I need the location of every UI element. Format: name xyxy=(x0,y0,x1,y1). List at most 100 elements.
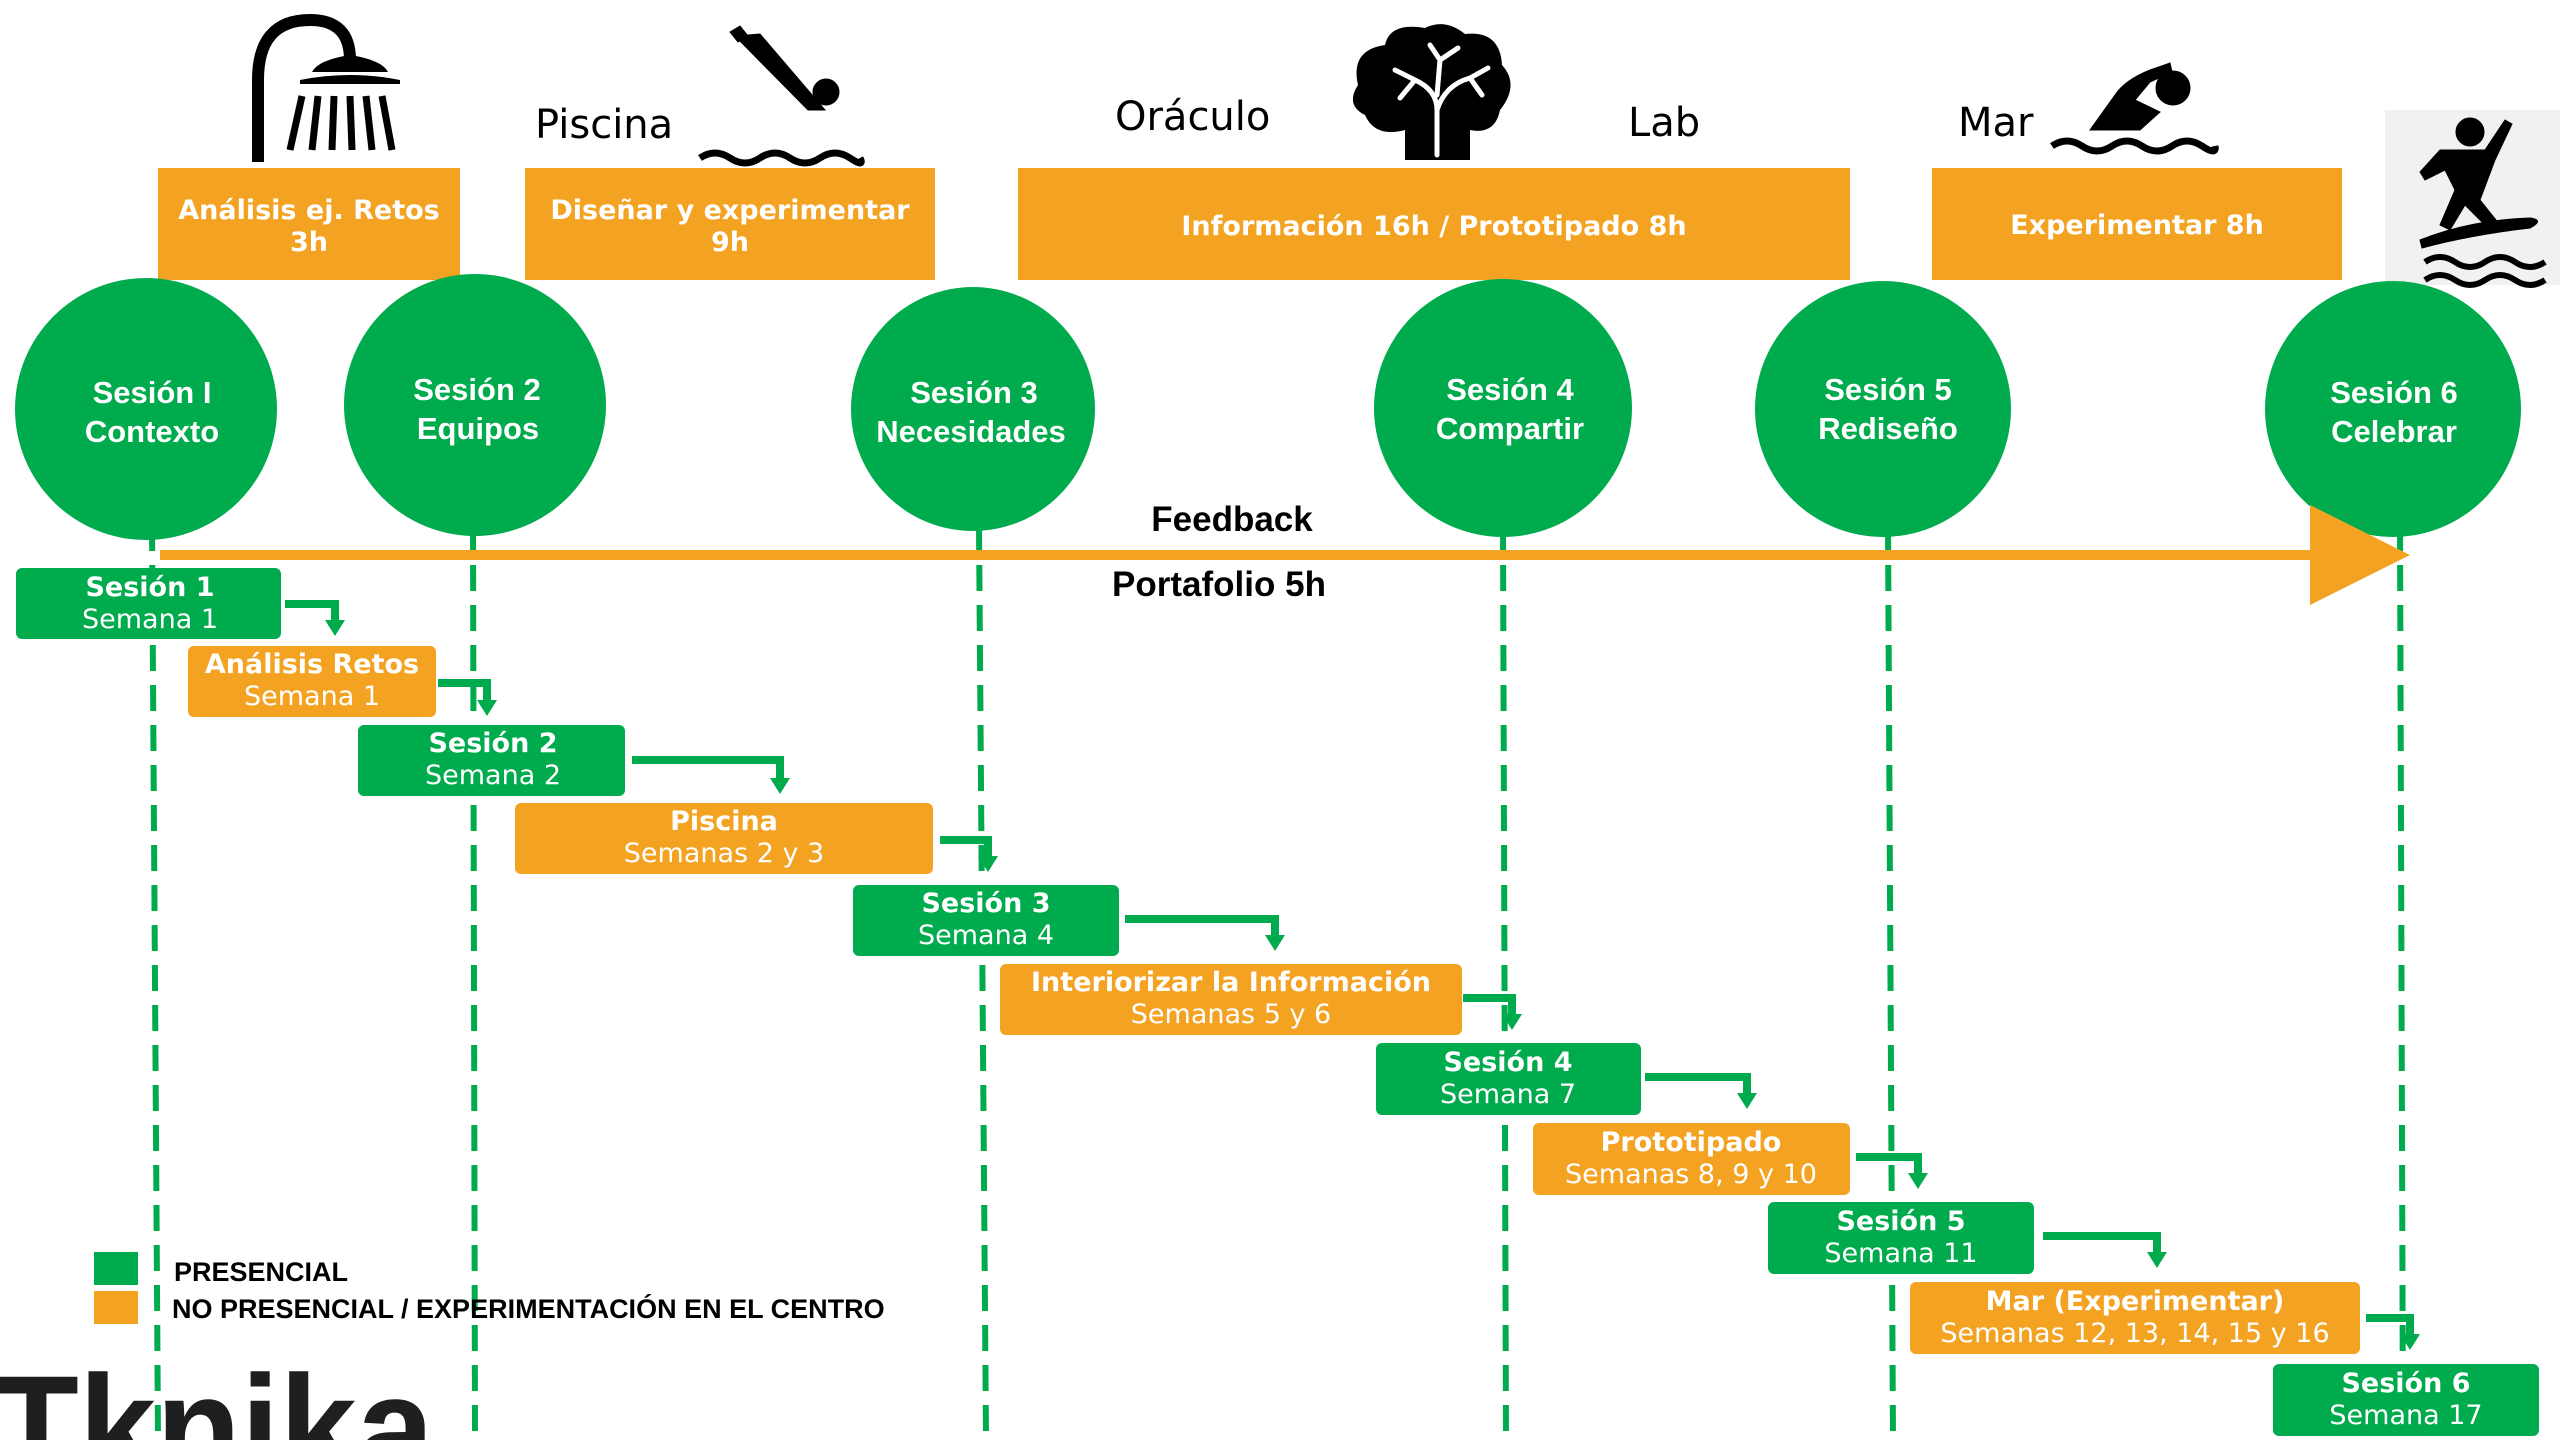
guide-line xyxy=(149,524,161,1440)
connector-arrow xyxy=(1645,1073,1751,1095)
task-box xyxy=(16,568,281,639)
session-guide-lines xyxy=(149,524,2406,1440)
task-subtitle: Semana 1 xyxy=(244,681,380,712)
task-box xyxy=(2273,1364,2539,1436)
connector-arrow xyxy=(2043,1232,2161,1254)
task-title: Sesión 5 xyxy=(1836,1206,1965,1237)
task-box xyxy=(188,646,436,717)
diving-icon xyxy=(698,25,865,167)
top-box xyxy=(525,168,935,280)
session-title: Sesión I xyxy=(93,375,212,410)
task-title: Prototipado xyxy=(1601,1127,1782,1158)
task-subtitle: Semana 1 xyxy=(82,604,218,635)
session-title: Sesión 4 xyxy=(1446,372,1574,407)
session-title: Sesión 3 xyxy=(910,375,1038,410)
task-subtitle: Semanas 8, 9 y 10 xyxy=(1565,1159,1817,1190)
connector-arrow xyxy=(438,679,491,702)
task-subtitle: Semana 17 xyxy=(2329,1400,2482,1431)
legend-label: PRESENCIAL xyxy=(174,1257,348,1287)
feedback-label: Feedback xyxy=(1151,500,1313,539)
task-subtitle: Semanas 5 y 6 xyxy=(1131,999,1331,1030)
connector-arrow xyxy=(1856,1153,1922,1175)
session-circles: Sesión I Contexto Sesión 2 Equipos Sesió… xyxy=(15,274,2521,540)
legend-swatch-green xyxy=(94,1252,138,1285)
session-subtitle: Compartir xyxy=(1436,411,1584,446)
portfolio-label: Portafolio 5h xyxy=(1112,565,1326,604)
task-subtitle: Semana 11 xyxy=(1824,1238,1977,1269)
task-title: Interiorizar la Información xyxy=(1031,967,1431,998)
legend-label: NO PRESENCIAL / EXPERIMENTACIÓN EN EL CE… xyxy=(172,1293,885,1324)
session-subtitle: Necesidades xyxy=(876,414,1066,449)
connector-arrow xyxy=(1463,994,1516,1016)
session-subtitle: Contexto xyxy=(85,414,219,449)
task-title: Sesión 2 xyxy=(428,728,557,759)
session-title: Sesión 2 xyxy=(413,372,541,407)
session-circle xyxy=(1374,279,1632,537)
task-box xyxy=(1768,1202,2034,1274)
session-title: Sesión 6 xyxy=(2330,375,2458,410)
connector-arrow xyxy=(285,600,339,622)
legend: PRESENCIAL NO PRESENCIAL / EXPERIMENTACI… xyxy=(94,1252,885,1324)
task-subtitle: Semanas 12, 13, 14, 15 y 16 xyxy=(1940,1318,2329,1349)
task-title: Sesión 3 xyxy=(921,888,1050,919)
task-title: Análisis Retos xyxy=(205,649,419,680)
task-boxes: Sesión 1 Semana 1 Análisis Retos Semana … xyxy=(16,568,2539,1436)
guide-line xyxy=(1885,524,1896,1440)
guide-line xyxy=(1500,524,1509,1440)
legend-swatch-orange xyxy=(94,1291,138,1324)
task-box xyxy=(1910,1282,2360,1354)
connector-arrow xyxy=(940,836,992,858)
session-title: Sesión 5 xyxy=(1824,372,1952,407)
brain-tree-icon xyxy=(1352,24,1511,161)
top-box-line1: Análisis ej. Retos xyxy=(178,195,440,226)
top-box-line1: Experimentar 8h xyxy=(2010,210,2264,241)
surfer-icon xyxy=(2385,110,2560,288)
session-circle xyxy=(1755,281,2011,537)
phase-label: Piscina xyxy=(535,102,673,148)
session-circle xyxy=(344,274,606,536)
task-subtitle: Semana 2 xyxy=(425,760,561,791)
top-box-line2: 9h xyxy=(711,227,749,258)
task-title: Sesión 1 xyxy=(85,572,214,603)
phase-label: Oráculo xyxy=(1115,94,1270,140)
task-box xyxy=(1376,1043,1641,1115)
task-title: Sesión 6 xyxy=(2341,1368,2470,1399)
session-subtitle: Rediseño xyxy=(1818,411,1958,446)
task-title: Piscina xyxy=(670,806,778,837)
task-box xyxy=(1533,1123,1850,1195)
top-box-line1: Información 16h / Prototipado 8h xyxy=(1181,211,1686,242)
phase-labels: Piscina Oráculo Lab Mar xyxy=(535,94,2034,148)
task-box xyxy=(358,725,625,796)
top-box xyxy=(1932,168,2342,280)
shower-icon xyxy=(252,13,400,162)
task-subtitle: Semana 7 xyxy=(1440,1079,1576,1110)
task-box xyxy=(853,885,1119,956)
swimmer-icon xyxy=(2050,62,2219,155)
task-subtitle: Semanas 2 y 3 xyxy=(624,838,824,869)
task-title: Mar (Experimentar) xyxy=(1986,1286,2285,1317)
top-box-line2: 3h xyxy=(290,227,328,258)
top-box xyxy=(1018,168,1850,280)
session-subtitle: Celebrar xyxy=(2331,414,2457,449)
task-subtitle: Semana 4 xyxy=(918,920,1054,951)
session-subtitle: Equipos xyxy=(417,411,539,446)
connector-arrow xyxy=(1125,915,1279,937)
feedback-arrow: Feedback Portafolio 5h xyxy=(160,500,2410,605)
connector-arrow xyxy=(2366,1314,2414,1336)
task-title: Sesión 4 xyxy=(1443,1047,1572,1078)
connector-arrow xyxy=(632,756,784,780)
task-box xyxy=(1000,964,1462,1035)
phase-label: Lab xyxy=(1628,100,1700,146)
connector-heads xyxy=(325,620,2420,1350)
session-circle xyxy=(851,287,1095,531)
session-circle xyxy=(15,278,277,540)
svg-text:Tknika: Tknika xyxy=(0,1344,435,1440)
top-box xyxy=(158,168,460,280)
session-circle xyxy=(2265,281,2521,537)
guide-line xyxy=(470,524,478,1440)
top-boxes: Análisis ej. Retos 3h Diseñar y experime… xyxy=(158,168,2342,280)
guide-line xyxy=(976,524,989,1440)
task-box xyxy=(515,803,933,874)
guide-line xyxy=(2397,524,2406,1440)
